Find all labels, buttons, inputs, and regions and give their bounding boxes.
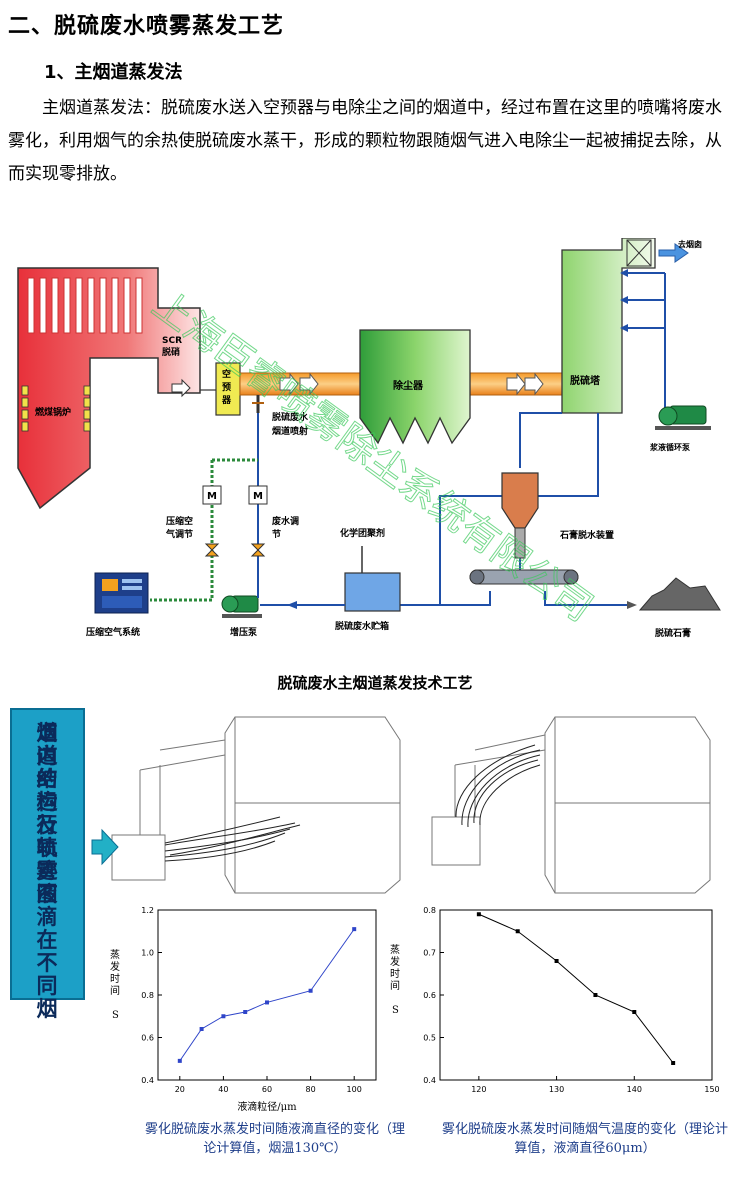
data-point — [221, 1014, 226, 1019]
series-line — [179, 928, 355, 1062]
right-spray-trajectory — [455, 744, 541, 828]
y-tick-label: 1.0 — [141, 949, 154, 958]
y-axis-label: 蒸发时间 — [390, 944, 400, 992]
x-axis-label: 液滴粒径/μm — [237, 1100, 297, 1113]
esp-label: 除尘器 — [393, 379, 424, 392]
data-point — [243, 1010, 248, 1014]
data-point — [177, 1058, 182, 1063]
right-flue-sketch — [431, 716, 711, 894]
y-tick-label: 0.6 — [141, 1034, 154, 1043]
air-preheater-label: 空预器 — [221, 368, 232, 406]
water-valve-icon — [250, 543, 266, 557]
water-motor-valve — [248, 485, 268, 505]
data-point — [554, 959, 559, 963]
y-axis-unit: S — [112, 1010, 119, 1021]
side-label-box: 道内的运行轨迹图 烟道结构及喷雾液滴在不同烟 — [10, 708, 85, 1021]
air-motor-valve — [202, 485, 222, 505]
air-valve-icon — [204, 543, 220, 557]
chart-droplet-size: 0.4 0.6 0.8 1.0 1.2 20 40 60 80 100 蒸发时间 S 液滴粒径/μm — [110, 906, 377, 1113]
y-tick-label: 0.6 — [423, 991, 436, 1000]
gypsum-label: 脱硫石膏 — [655, 627, 691, 639]
booster-pump-icon — [221, 595, 262, 618]
x-tick-label: 20 — [175, 1085, 185, 1094]
hydrocyclone — [501, 472, 539, 529]
pointer-arrow-icon — [91, 828, 119, 866]
slurry-pump-label: 浆液循环泵 — [649, 442, 690, 452]
left-spray-trajectory — [164, 816, 301, 862]
air-m-label: M — [207, 491, 217, 502]
desulfurization-tower — [561, 238, 656, 414]
x-tick-label: 130 — [549, 1085, 564, 1094]
y-tick-label: 0.8 — [423, 906, 436, 915]
esp — [359, 329, 471, 445]
x-tick-label: 100 — [347, 1085, 362, 1094]
series-line — [478, 913, 674, 1064]
diagram-caption: 脱硫废水主烟道蒸发技术工艺 — [277, 674, 473, 692]
gypsum-device-label: 石膏脱水装置 — [559, 529, 614, 541]
data-point — [265, 1000, 269, 1005]
y-tick-label: 0.5 — [423, 1034, 436, 1043]
plot-frame — [439, 909, 713, 1081]
data-point — [671, 1061, 676, 1065]
tower-label: 脱硫塔 — [570, 374, 601, 387]
left-flue-sketch — [111, 716, 401, 894]
y-tick-label: 0.4 — [141, 1076, 154, 1085]
boiler — [17, 267, 201, 510]
wastewater-tank — [344, 572, 401, 612]
wastewater-tank-label: 脱硫废水贮箱 — [335, 620, 389, 632]
description-paragraph: 主烟道蒸发法：脱硫废水送入空预器与电除尘之间的烟道中，经过布置在这里的喷嘴将废水… — [8, 98, 722, 184]
side-label-col-2: 烟道结构及喷雾液滴在不同烟 — [36, 721, 58, 1021]
x-tick-label: 60 — [262, 1085, 272, 1094]
x-tick-label: 80 — [306, 1085, 316, 1094]
slurry-pump-icon — [655, 405, 711, 430]
section-heading: 二、脱硫废水喷雾蒸发工艺 — [8, 14, 285, 39]
data-point — [632, 1010, 637, 1014]
air-reg-label: 压缩空气调节 — [165, 515, 193, 540]
water-m-label: M — [253, 491, 263, 502]
air-system-label: 压缩空气系统 — [86, 626, 140, 638]
plot-frame — [157, 909, 377, 1081]
booster-pump-label: 增压泵 — [230, 626, 258, 638]
data-point — [308, 988, 313, 993]
chart1-caption: 雾化脱硫废水蒸发时间随液滴直径的变化（理论计算值，烟温130℃） — [144, 1122, 405, 1156]
chimney-arrow-icon — [658, 243, 689, 263]
y-tick-label: 0.8 — [141, 991, 154, 1000]
data-point — [515, 929, 520, 934]
chem-dose-label: 化学团聚剂 — [340, 527, 385, 539]
data-point — [199, 1027, 204, 1031]
y-tick-label: 1.2 — [141, 906, 154, 915]
belt-filter — [469, 569, 579, 585]
x-tick-label: 150 — [704, 1085, 719, 1094]
water-reg-label: 废水调节 — [272, 515, 299, 540]
compressed-air-icon — [94, 572, 149, 614]
air-preheater — [215, 362, 241, 416]
x-tick-label: 40 — [218, 1085, 228, 1094]
charts-area: 0.4 0.6 0.8 1.0 1.2 20 40 60 80 100 蒸发时间 S 液滴粒径/μm 0… — [110, 906, 720, 1113]
chart-flue-temperature: 0.4 0.5 0.6 0.7 0.8 120 130 140 150 蒸发时间 S — [390, 906, 720, 1094]
data-point — [593, 993, 598, 997]
chimney-label: 去烟囱 — [678, 239, 702, 249]
y-axis-unit: S — [392, 1005, 399, 1016]
x-tick-label: 120 — [471, 1085, 486, 1094]
data-point — [476, 912, 481, 917]
subsection-heading: 1、主烟道蒸发法 — [44, 62, 183, 83]
gypsum-pile — [638, 577, 721, 611]
side-label-col-1: 道内的运行轨迹图 — [36, 721, 58, 906]
boiler-label: 燃煤锅炉 — [35, 406, 71, 418]
y-axis-label: 蒸发时间 — [110, 949, 120, 997]
x-tick-label: 140 — [627, 1085, 642, 1094]
chart2-caption: 雾化脱硫废水蒸发时间随烟气温度的变化（理论计算值，液滴直径60μm） — [441, 1122, 728, 1156]
flue-trajectory-sketches — [91, 716, 711, 894]
spray-label: 脱硫废水烟道喷射 — [272, 411, 309, 437]
data-point — [352, 927, 357, 932]
y-tick-label: 0.4 — [423, 1076, 436, 1085]
y-tick-label: 0.7 — [423, 949, 436, 958]
